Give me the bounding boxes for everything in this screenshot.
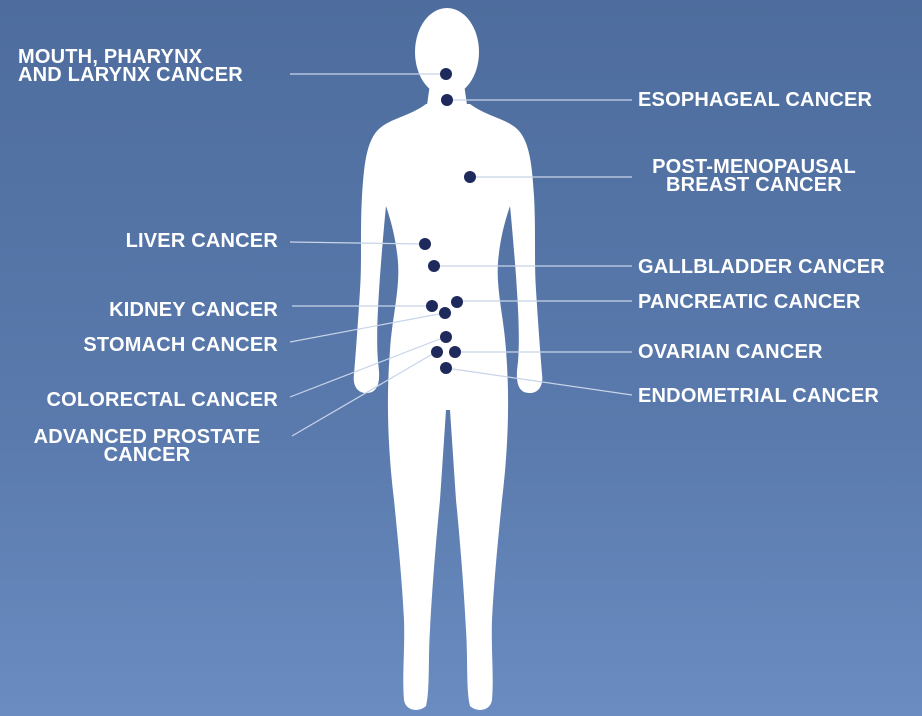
label-gallbladder: GALLBLADDER CANCER bbox=[638, 258, 885, 276]
marker-gallbladder bbox=[428, 260, 440, 272]
marker-liver bbox=[419, 238, 431, 250]
label-liver: LIVER CANCER bbox=[126, 232, 278, 250]
label-breast: POST-MENOPAUSAL BREAST CANCER bbox=[636, 158, 872, 194]
label-prostate: ADVANCED PROSTATE CANCER bbox=[14, 428, 280, 464]
label-colorectal: COLORECTAL CANCER bbox=[46, 391, 278, 409]
marker-colorectal bbox=[440, 331, 452, 343]
marker-breast bbox=[464, 171, 476, 183]
marker-esophageal bbox=[441, 94, 453, 106]
label-endometrial: ENDOMETRIAL CANCER bbox=[638, 387, 879, 405]
marker-kidney bbox=[426, 300, 438, 312]
label-stomach: STOMACH CANCER bbox=[83, 336, 278, 354]
body-silhouette bbox=[354, 8, 543, 710]
marker-prostate bbox=[431, 346, 443, 358]
marker-endometrial bbox=[440, 362, 452, 374]
label-mouth: MOUTH, PHARYNX AND LARYNX CANCER bbox=[18, 48, 243, 84]
label-esophageal: ESOPHAGEAL CANCER bbox=[638, 91, 872, 109]
marker-mouth bbox=[440, 68, 452, 80]
label-kidney: KIDNEY CANCER bbox=[109, 301, 278, 319]
label-pancreatic: PANCREATIC CANCER bbox=[638, 293, 861, 311]
marker-stomach bbox=[439, 307, 451, 319]
marker-ovarian bbox=[449, 346, 461, 358]
label-ovarian: OVARIAN CANCER bbox=[638, 343, 823, 361]
marker-pancreatic bbox=[451, 296, 463, 308]
